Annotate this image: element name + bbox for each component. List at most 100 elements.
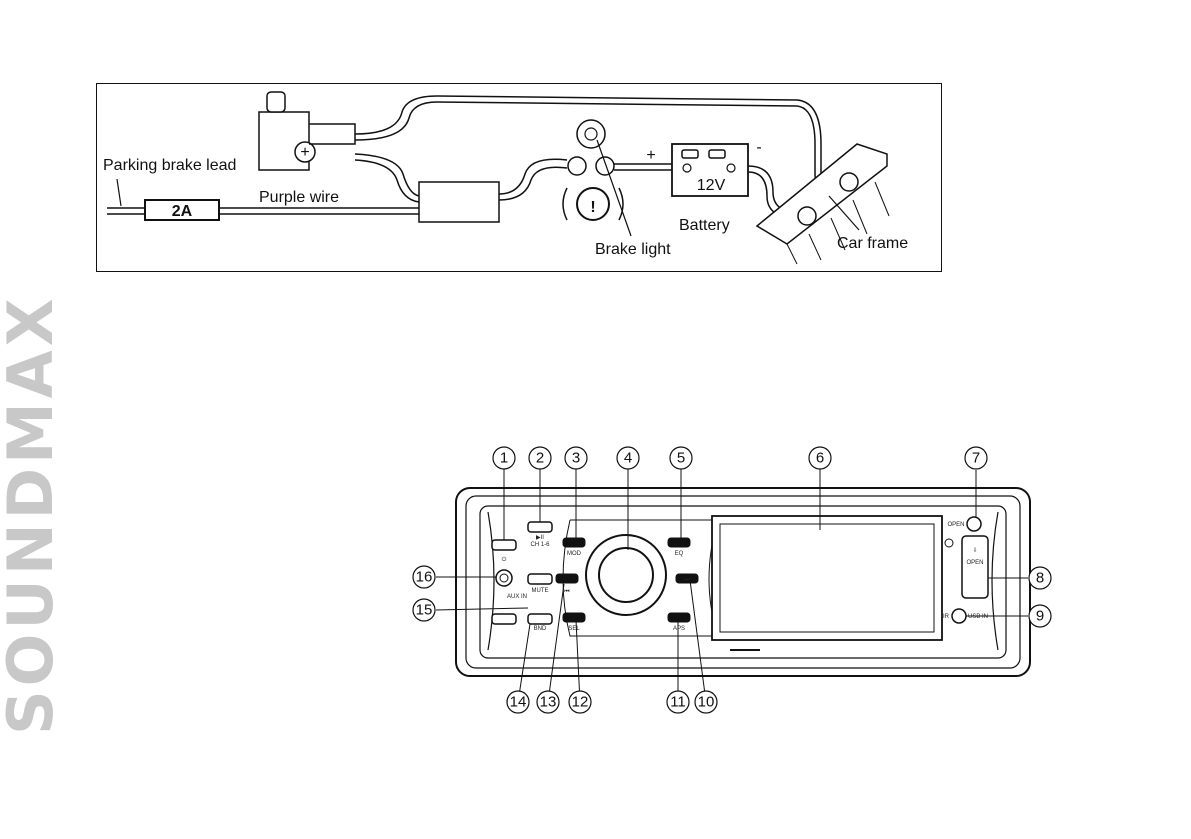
band-button[interactable] (527, 613, 553, 625)
svg-text:7: 7 (972, 450, 980, 467)
mute-button[interactable] (527, 573, 553, 585)
power-icon: ⏻ (502, 556, 507, 563)
svg-text:4: 4 (624, 450, 632, 467)
brand-watermark: SOUNDMAX (0, 294, 67, 735)
battery-label: Battery (679, 217, 730, 234)
mod-button[interactable] (562, 537, 586, 548)
power-button[interactable] (491, 539, 517, 551)
battery-plus: + (646, 147, 655, 164)
svg-text:11: 11 (670, 694, 686, 711)
callout-leaders (435, 468, 1028, 703)
car-frame-label: Car frame (837, 235, 908, 252)
brake-warning-circle (576, 187, 610, 221)
aps-label: APS (673, 626, 685, 632)
open-small-button[interactable] (966, 516, 982, 532)
callout-16: 16 (412, 565, 436, 589)
callout-6: 6 (808, 446, 832, 470)
svg-text:14: 14 (510, 694, 527, 711)
svg-text:+: + (300, 144, 309, 161)
ch-label: CH 1-6 (530, 542, 550, 548)
eq-label: EQ (675, 551, 684, 557)
brake-light-label: Brake light (595, 241, 671, 258)
parking-brake-label: Parking brake lead (103, 157, 236, 174)
callout-2: 2 (528, 446, 552, 470)
svg-text:10: 10 (698, 694, 715, 711)
car-frame-pointer (828, 195, 860, 231)
head-unit-svg: ⇩ OPEN OPEN USB IN IR ⏻ AUX IN ▶II CH 1-… (412, 446, 1052, 714)
play-pause-button[interactable] (527, 521, 553, 533)
sel-button[interactable] (562, 612, 586, 623)
brand-text: SOUNDMAX (0, 294, 67, 735)
callout-9: 9 (1028, 604, 1052, 628)
switch-knob (266, 91, 286, 113)
battery-minus: - (756, 139, 761, 156)
head-unit-panel: ⇩ OPEN OPEN USB IN IR ⏻ AUX IN ▶II CH 1-… (400, 440, 1090, 720)
volume-knob[interactable] (598, 547, 654, 603)
svg-text:13: 13 (540, 694, 557, 711)
switch-bracket (309, 123, 356, 145)
callout-10: 10 (694, 690, 718, 714)
aux-in-label: AUX IN (507, 594, 527, 600)
usb-in-label: USB IN (968, 614, 988, 620)
band-label: BND (534, 626, 547, 632)
callout-7: 7 (964, 446, 988, 470)
svg-text:15: 15 (416, 602, 433, 619)
open-large-label: OPEN (966, 560, 983, 566)
play-pause-icon: ▶II (536, 535, 544, 541)
callout-5: 5 (669, 446, 693, 470)
callout-12: 12 (568, 690, 592, 714)
svg-text:8: 8 (1036, 570, 1044, 587)
open-arrow-icon: ⇩ (972, 547, 977, 554)
relay-box (418, 181, 500, 223)
svg-text:16: 16 (416, 569, 433, 586)
eq-button[interactable] (667, 537, 691, 548)
wiring-diagram: + ! 12V + - (96, 83, 942, 272)
mute-label: MUTE (532, 588, 549, 594)
next-button[interactable] (675, 573, 699, 584)
wire-switch-to-relay-2 (354, 159, 420, 203)
open-panel-button[interactable] (961, 535, 989, 599)
brake-contact-right (595, 156, 615, 176)
svg-text:9: 9 (1036, 608, 1044, 625)
ir-sensor (944, 538, 954, 548)
prev-button[interactable] (555, 573, 579, 584)
left-bottom-button[interactable] (491, 613, 517, 625)
fuse-box (144, 199, 220, 221)
battery-voltage: 12V (697, 177, 726, 194)
ir-label: IR (943, 614, 950, 620)
callout-8: 8 (1028, 566, 1052, 590)
aps-button[interactable] (667, 612, 691, 623)
car-frame (755, 143, 888, 245)
callout-15: 15 (412, 598, 436, 622)
callout-3: 3 (564, 446, 588, 470)
warning-symbol: ! (590, 199, 595, 216)
brake-light-pointer (596, 139, 632, 237)
brake-light-bulb (576, 119, 606, 149)
svg-text:5: 5 (677, 450, 685, 467)
wire-switch-to-relay (354, 153, 420, 197)
prev-icon: ⏮ (564, 589, 570, 595)
svg-text:2: 2 (536, 450, 544, 467)
brake-contact-left (567, 156, 587, 176)
svg-text:3: 3 (572, 450, 580, 467)
usb-in-port[interactable] (951, 608, 967, 624)
sel-label: SEL (568, 626, 580, 632)
wire-relay-to-brake (498, 158, 568, 195)
callout-4: 4 (616, 446, 640, 470)
mod-label: MOD (567, 551, 582, 557)
wiring-svg: + ! 12V + - (103, 91, 908, 265)
svg-text:12: 12 (572, 694, 589, 711)
frame-bolt-2 (797, 206, 817, 226)
callout-1: 1 (492, 446, 516, 470)
svg-text:1: 1 (500, 450, 508, 467)
wire-relay-to-brake-2 (498, 166, 568, 201)
parking-lead-pointer (116, 178, 122, 207)
frame-bolt-1 (839, 172, 859, 192)
callout-11: 11 (666, 690, 690, 714)
callout-14: 14 (506, 690, 530, 714)
purple-wire-label: Purple wire (259, 189, 339, 206)
switch-terminal (294, 141, 316, 163)
display-screen (711, 515, 943, 641)
open-small-label: OPEN (947, 522, 964, 528)
svg-text:6: 6 (816, 450, 824, 467)
